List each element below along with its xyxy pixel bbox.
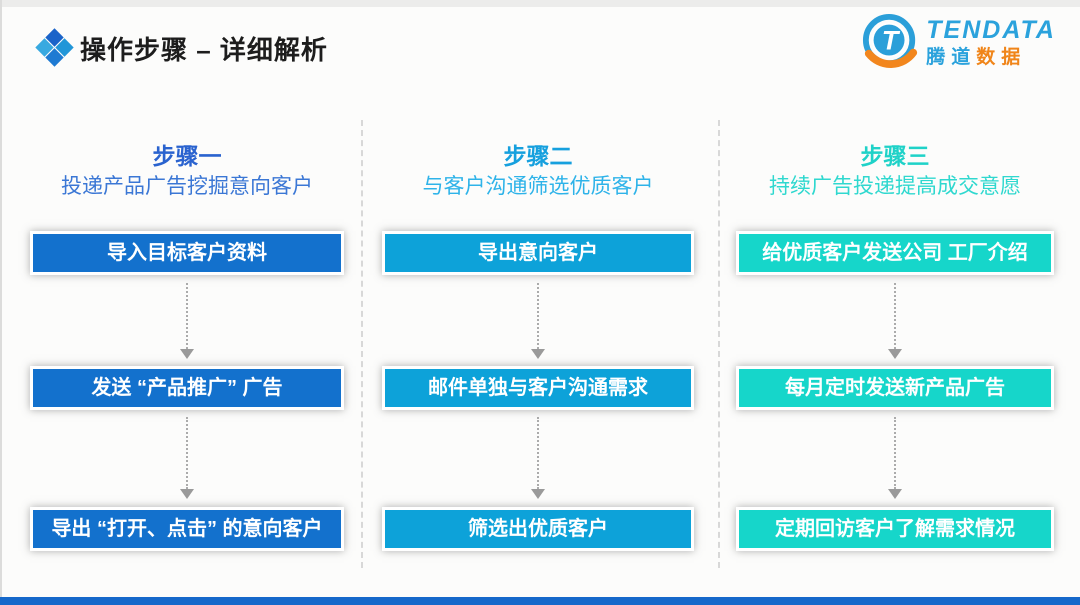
logo-brand-cn-blue: 腾道 bbox=[926, 46, 977, 68]
flow-box: 导入目标客户资料 bbox=[30, 231, 344, 275]
flow-box: 导出意向客户 bbox=[382, 231, 694, 275]
page-title: 操作步骤 – 详细解析 bbox=[80, 35, 328, 65]
step-column-2: 步骤二 与客户沟通筛选优质客户 导出意向客户 邮件单独与客户沟通需求 筛选出优质… bbox=[382, 0, 694, 605]
logo-brand-cn-orange: 数据 bbox=[976, 46, 1027, 68]
flow-box: 筛选出优质客户 bbox=[382, 507, 694, 551]
down-arrow-dotted-icon bbox=[531, 283, 545, 359]
column-subtitle: 投递产品广告挖掘意向客户 bbox=[61, 175, 313, 198]
flow-box: 邮件单独与客户沟通需求 bbox=[382, 366, 694, 410]
left-edge-strip bbox=[0, 0, 2, 605]
dashed-separator bbox=[718, 120, 720, 568]
flow-box: 定期回访客户了解需求情况 bbox=[736, 507, 1054, 551]
column-subtitle: 与客户沟通筛选优质客户 bbox=[422, 175, 654, 198]
logo-letter: T bbox=[882, 26, 901, 56]
column-step-title: 步骤三 bbox=[860, 143, 930, 169]
flow-box: 导出 “打开、点击” 的意向客户 bbox=[30, 507, 344, 551]
top-edge-strip bbox=[0, 0, 1080, 7]
column-step-title: 步骤二 bbox=[503, 143, 573, 169]
flow-box: 发送 “产品推广” 广告 bbox=[30, 366, 344, 410]
dashed-separator bbox=[361, 120, 363, 568]
column-step-title: 步骤一 bbox=[152, 143, 222, 169]
flow-box: 每月定时发送新产品广告 bbox=[736, 366, 1054, 410]
footer-accent-bar bbox=[0, 597, 1080, 605]
down-arrow-dotted-icon bbox=[888, 283, 902, 359]
down-arrow-dotted-icon bbox=[180, 417, 194, 499]
logo-text: TENDATA 腾道数据 bbox=[926, 15, 1056, 67]
tendata-circle-t-icon: T bbox=[863, 13, 918, 68]
step-column-1: 步骤一 投递产品广告挖掘意向客户 导入目标客户资料 发送 “产品推广” 广告 导… bbox=[30, 0, 344, 605]
logo-brand-cn: 腾道数据 bbox=[926, 48, 1026, 67]
step-column-3: 步骤三 持续广告投递提高成交意愿 给优质客户发送公司 工厂介绍 每月定时发送新产… bbox=[736, 0, 1054, 605]
flow-box: 给优质客户发送公司 工厂介绍 bbox=[736, 231, 1054, 275]
tendata-logo: T TENDATA 腾道数据 bbox=[862, 13, 1056, 71]
down-arrow-dotted-icon bbox=[888, 417, 902, 499]
down-arrow-dotted-icon bbox=[180, 283, 194, 359]
down-arrow-dotted-icon bbox=[531, 417, 545, 499]
logo-brand-en: TENDATA bbox=[926, 15, 1056, 44]
column-subtitle: 持续广告投递提高成交意愿 bbox=[769, 175, 1021, 198]
